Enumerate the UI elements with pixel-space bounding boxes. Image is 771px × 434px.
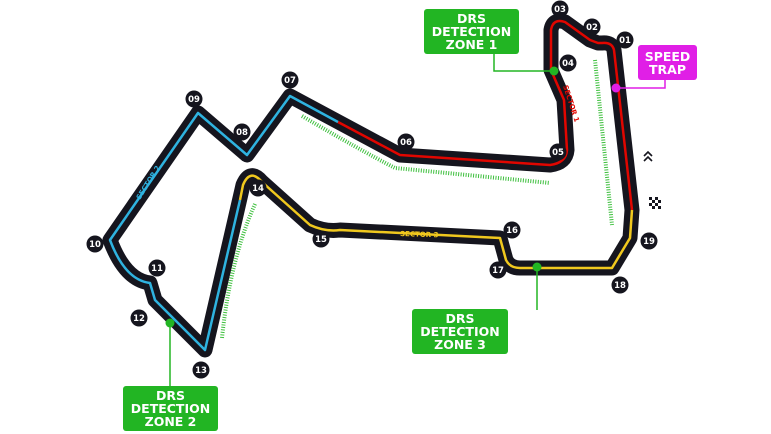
turn-marker-circle [192,361,210,379]
turn-number: 06 [400,138,412,148]
turn-marker-circle [616,31,634,49]
turn-number: 04 [562,59,574,69]
callout-line: ZONE 3 [434,337,486,352]
drs2-point [165,318,175,328]
turn-marker-01: 01 [616,31,634,49]
turn-number: 08 [236,128,248,138]
turn-marker-10: 10 [86,235,104,253]
drs-detection-zone-1-callout: DRS DETECTION ZONE 1 [424,9,519,54]
callout-line: DRS [155,388,185,403]
turn-marker-circle [549,143,567,161]
turn-number: 11 [151,264,163,274]
turn-marker-circle [233,123,251,141]
turn-number: 01 [619,36,631,46]
callout-line: DRS [456,11,486,26]
turn-marker-circle [249,179,267,197]
turn-marker-14: 14 [249,179,267,197]
turn-marker-09: 09 [185,90,203,108]
turn-marker-circle [397,133,415,151]
drs-detection-zone-2-callout: DRS DETECTION ZONE 2 [123,386,218,431]
turn-number: 18 [614,281,626,291]
callout-line: TRAP [649,61,686,77]
turn-marker-circle [185,90,203,108]
pit-lane-main [593,59,614,226]
drs3-point [532,262,542,272]
drs-detection-zone-3-callout: DRS DETECTION ZONE 3 [412,309,508,354]
speed-trap-point [611,83,621,93]
turn-marker-11: 11 [148,259,166,277]
callout-line: SPEED [644,48,691,64]
speed-trap-callout: SPEED TRAP [638,45,697,80]
sector-3-line [238,174,634,270]
turn-marker-circle [281,71,299,89]
sector-2-line [108,94,339,352]
turn-marker-13: 13 [192,361,210,379]
turn-marker-circle [503,221,521,239]
turn-marker-circle [312,230,330,248]
chequered-flag-icon [649,197,661,209]
turn-number: 02 [586,23,598,33]
turn-number: 14 [252,184,264,194]
turn-marker-17: 17 [489,261,507,279]
turn-marker-03: 03 [551,0,569,18]
turn-number: 13 [195,366,207,376]
pit-lane-sector1 [300,114,551,185]
speed-trap-connector [616,78,666,89]
turn-marker-06: 06 [397,133,415,151]
turn-marker-19: 19 [640,232,658,250]
turn-number: 16 [506,226,518,236]
turn-marker-circle [130,309,148,327]
turn-marker-18: 18 [611,276,629,294]
callout-line: DRS [445,311,475,326]
turn-number: 03 [554,5,566,15]
turn-marker-circle [640,232,658,250]
turn-number: 09 [188,95,200,105]
turn-marker-circle [611,276,629,294]
turn-marker-08: 08 [233,123,251,141]
turn-marker-circle [559,54,577,72]
double-chevron-up-icon [643,150,653,162]
callout-line: DETECTION [130,401,211,416]
turn-marker-16: 16 [503,221,521,239]
turn-number: 10 [89,240,101,250]
drs1-point [549,66,559,76]
turn-marker-05: 05 [549,143,567,161]
turn-marker-15: 15 [312,230,330,248]
callout-line: DETECTION [431,24,512,39]
turn-marker-circle [148,259,166,277]
sector-3-label: SECTOR 3 [400,230,439,239]
turn-marker-07: 07 [281,71,299,89]
turn-number: 07 [284,76,296,86]
turn-number: 17 [492,266,504,276]
turn-number: 15 [315,235,327,245]
callout-line: DETECTION [420,324,500,339]
turn-marker-02: 02 [583,18,601,36]
turn-marker-circle [551,0,569,18]
turn-marker-04: 04 [559,54,577,72]
turn-marker-circle [489,261,507,279]
callout-line: ZONE 2 [144,414,197,429]
turn-marker-circle [583,18,601,36]
turn-number: 12 [133,314,145,324]
turn-number: 05 [552,148,564,158]
turn-marker-12: 12 [130,309,148,327]
turn-marker-circle [86,235,104,253]
sector-1-line [337,19,634,211]
turn-number: 19 [643,237,655,247]
drs1-connector [493,50,553,72]
callout-line: ZONE 1 [445,37,498,52]
